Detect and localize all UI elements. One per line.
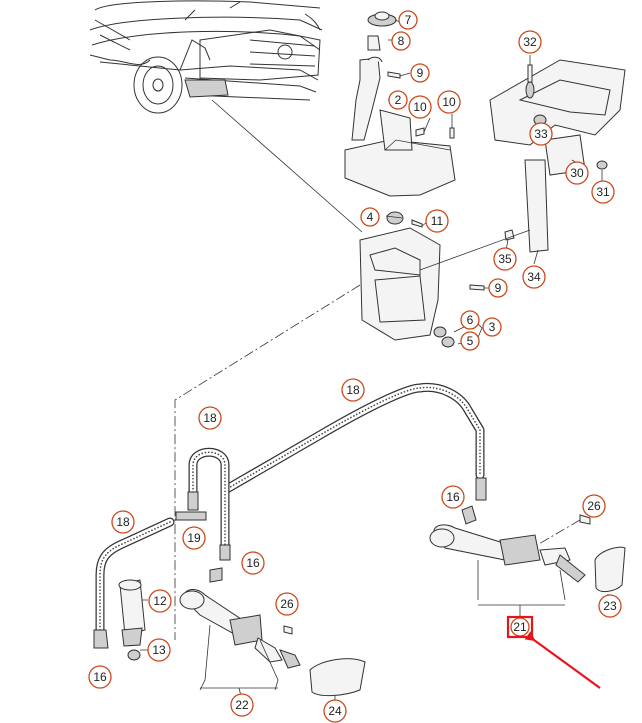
callout-10-a-label: 10 bbox=[413, 100, 427, 114]
callout-23-label: 23 bbox=[603, 599, 617, 613]
callout-26-b-label: 26 bbox=[587, 499, 601, 513]
callout-24-label: 24 bbox=[328, 704, 342, 718]
washer-hoses bbox=[95, 382, 485, 640]
callout-18-b-label: 18 bbox=[203, 411, 217, 425]
callout-12-label: 12 bbox=[153, 594, 167, 608]
reference-line-left bbox=[174, 284, 361, 640]
callout-21-label: 21 bbox=[513, 620, 527, 634]
callout-2-label: 2 bbox=[395, 93, 402, 107]
callout-9-label: 9 bbox=[417, 66, 424, 80]
callout-16-b-label: 16 bbox=[246, 556, 260, 570]
callout-35-label: 35 bbox=[498, 252, 512, 266]
callout-19: 19 bbox=[182, 526, 206, 550]
callout-5-label: 5 bbox=[467, 334, 474, 348]
hose-connectors bbox=[93, 477, 487, 649]
callout-18-c-label: 18 bbox=[116, 515, 130, 529]
callout-22-label: 22 bbox=[235, 698, 249, 712]
callout-34: 34 bbox=[522, 265, 546, 289]
callout-31: 31 bbox=[591, 180, 615, 204]
callout-18-a: 18 bbox=[341, 378, 365, 402]
highlight-box bbox=[506, 615, 534, 639]
callout-26-b: 26 bbox=[582, 494, 606, 518]
callout-33-label: 33 bbox=[534, 127, 548, 141]
callout-6: 6 bbox=[460, 310, 480, 330]
callout-6-label: 6 bbox=[467, 313, 474, 327]
callout-7: 7 bbox=[398, 10, 418, 30]
callout-3-label: 3 bbox=[489, 320, 496, 334]
callout-32: 32 bbox=[518, 30, 542, 54]
callout-34-label: 34 bbox=[527, 270, 541, 284]
highlight-arrow bbox=[524, 631, 601, 689]
callout-12: 12 bbox=[148, 589, 172, 613]
callout-2: 2 bbox=[388, 90, 408, 110]
callout-26-a: 26 bbox=[275, 592, 299, 616]
headlight-washer-nozzle-right bbox=[429, 505, 591, 618]
callout-35: 35 bbox=[493, 247, 517, 271]
callout-33: 33 bbox=[529, 122, 553, 146]
callout-22: 22 bbox=[230, 693, 254, 717]
callout-31-label: 31 bbox=[596, 185, 610, 199]
car-illustration bbox=[89, 0, 363, 233]
callout-13-label: 13 bbox=[152, 643, 166, 657]
callout-13: 13 bbox=[147, 638, 171, 662]
nozzle-cover-right bbox=[594, 546, 626, 600]
callout-18-b: 18 bbox=[198, 406, 222, 430]
callout-16-c: 16 bbox=[88, 665, 112, 689]
callout-16-b: 16 bbox=[241, 551, 265, 575]
callout-10-b-label: 10 bbox=[442, 95, 456, 109]
washer-reservoir-assembly bbox=[344, 11, 490, 348]
callout-3: 3 bbox=[482, 317, 502, 337]
callout-10-b: 10 bbox=[437, 90, 461, 114]
callout-30-label: 30 bbox=[570, 166, 584, 180]
callout-7-label: 7 bbox=[405, 13, 412, 27]
callout-10-a: 10 bbox=[408, 95, 432, 119]
callout-9-b-label: 9 bbox=[495, 281, 502, 295]
callout-8-label: 8 bbox=[398, 34, 405, 48]
callout-18-a-label: 18 bbox=[346, 383, 360, 397]
callout-4: 4 bbox=[360, 207, 380, 227]
callout-24: 24 bbox=[323, 699, 347, 723]
callout-32-label: 32 bbox=[523, 35, 537, 49]
callout-16-c-label: 16 bbox=[93, 670, 107, 684]
callout-21-highlighted: 21 bbox=[506, 615, 534, 639]
callout-16-a-label: 16 bbox=[446, 490, 460, 504]
callout-4-label: 4 bbox=[367, 210, 374, 224]
callout-30: 30 bbox=[565, 161, 589, 185]
callout-26-a-label: 26 bbox=[280, 597, 294, 611]
callout-18-c: 18 bbox=[111, 510, 135, 534]
callout-9-b: 9 bbox=[488, 278, 508, 298]
callout-23: 23 bbox=[598, 594, 622, 618]
washer-pump bbox=[118, 579, 148, 661]
callout-11-label: 11 bbox=[431, 214, 444, 228]
bracket-assembly bbox=[419, 55, 626, 271]
callout-5: 5 bbox=[460, 331, 480, 351]
callout-labels: 7 8 9 2 10 10 4 11 9 6 5 3 32 33 30 31 3… bbox=[88, 10, 622, 723]
callout-16-a: 16 bbox=[441, 485, 465, 509]
callout-9: 9 bbox=[410, 63, 430, 83]
callout-19-label: 19 bbox=[187, 531, 201, 545]
callout-8: 8 bbox=[391, 31, 411, 51]
nozzle-cover-left bbox=[309, 658, 366, 702]
headlight-washer-nozzle-left bbox=[179, 589, 301, 697]
callout-11: 11 bbox=[425, 209, 449, 233]
